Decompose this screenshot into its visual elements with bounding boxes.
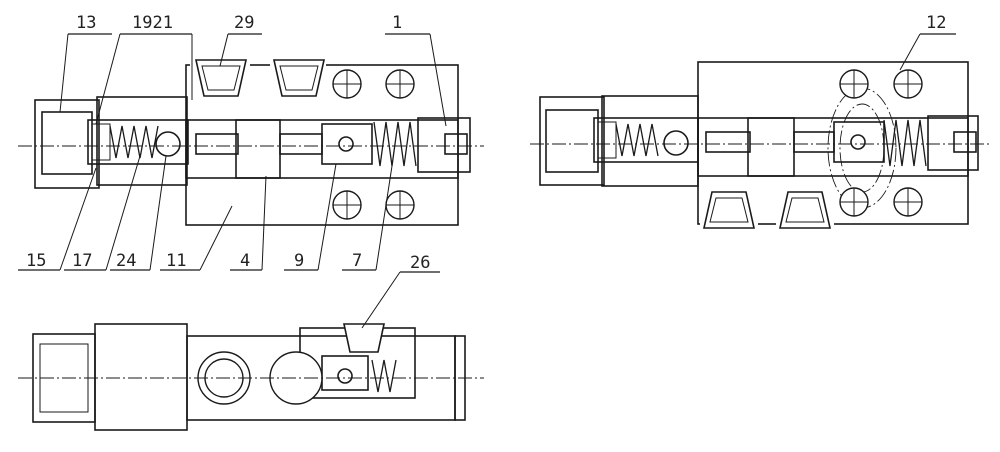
label-26: 26 (410, 253, 430, 273)
label-13: 13 (76, 13, 96, 33)
label-29: 29 (234, 13, 254, 33)
part-labels: 13 1921 29 1 12 15 17 24 11 4 9 7 26 (26, 13, 946, 273)
label-24: 24 (116, 251, 136, 271)
leader-lines (18, 33, 956, 329)
label-7: 7 (352, 251, 362, 271)
label-4: 4 (240, 251, 250, 271)
label-15: 15 (26, 251, 46, 271)
label-17: 17 (72, 251, 92, 271)
label-1: 1 (392, 13, 402, 33)
label-11: 11 (166, 251, 186, 271)
label-1921: 1921 (132, 13, 173, 33)
external-view (18, 323, 484, 431)
fitting (96, 96, 188, 186)
section-view-main (18, 59, 484, 226)
label-12: 12 (926, 13, 946, 33)
label-9: 9 (294, 251, 304, 271)
section-view-alternate (530, 61, 990, 229)
